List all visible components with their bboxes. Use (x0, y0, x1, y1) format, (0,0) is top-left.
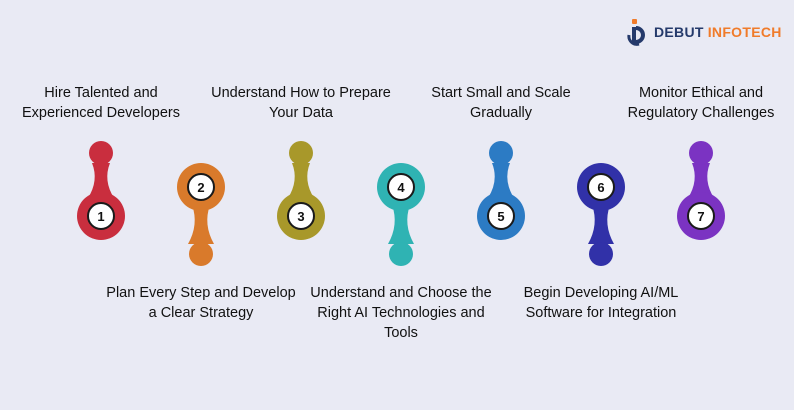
step-bulb (289, 141, 313, 165)
step-number-badge (487, 202, 515, 230)
step-bulb (89, 141, 113, 165)
logo-d-bowl (627, 34, 640, 46)
step-4: 4 (377, 163, 425, 266)
step-bulb (589, 242, 613, 266)
step-number-badge (587, 173, 615, 201)
logo-dot (632, 19, 637, 24)
brand-name-part1: DEBUT (654, 24, 704, 40)
step-connector (488, 163, 514, 198)
step-connector (188, 205, 214, 244)
step-bulb (489, 141, 513, 165)
step-number-badge (387, 173, 415, 201)
step-bulb (389, 242, 413, 266)
step-2: 2 (177, 163, 225, 266)
step-7: 7 (677, 141, 725, 240)
step-1: 1 (77, 141, 125, 240)
step-number: 1 (97, 209, 104, 224)
step-connector (688, 163, 714, 198)
step-6: 6 (577, 163, 625, 266)
step-number-badge (687, 202, 715, 230)
step-connector (588, 205, 614, 244)
step-number-badge (87, 202, 115, 230)
step-connector (288, 163, 314, 198)
step-label-5: Start Small and Scale Gradually (431, 85, 571, 121)
step-number: 5 (497, 209, 504, 224)
step-bulb (689, 141, 713, 165)
step-number: 6 (597, 180, 604, 195)
debut-d-logo-icon (627, 19, 645, 46)
step-number-badge (187, 173, 215, 201)
logo-d-shape (632, 26, 645, 44)
step-label-7: Monitor Ethical and Regulatory Challenge… (627, 85, 775, 121)
step-number: 2 (197, 180, 204, 195)
step-bulb (189, 242, 213, 266)
step-5: 5 (477, 141, 525, 240)
step-number: 4 (397, 180, 405, 195)
brand-name-part2: INFOTECH (707, 24, 782, 40)
step-label-6: Begin Developing AI/ML Software for Inte… (523, 285, 679, 321)
step-label-2: Plan Every Step and Develop a Clear Stra… (106, 285, 296, 321)
step-number-badge (287, 202, 315, 230)
step-number: 3 (297, 209, 304, 224)
step-label-4: Understand and Choose the Right AI Techn… (310, 285, 492, 341)
step-label-1: Hire Talented and Experienced Developers (22, 85, 180, 121)
step-label-3: Understand How to Prepare Your Data (211, 85, 391, 121)
step-connector (88, 163, 114, 198)
step-connector (388, 205, 414, 244)
step-3: 3 (277, 141, 325, 240)
step-number: 7 (697, 209, 704, 224)
